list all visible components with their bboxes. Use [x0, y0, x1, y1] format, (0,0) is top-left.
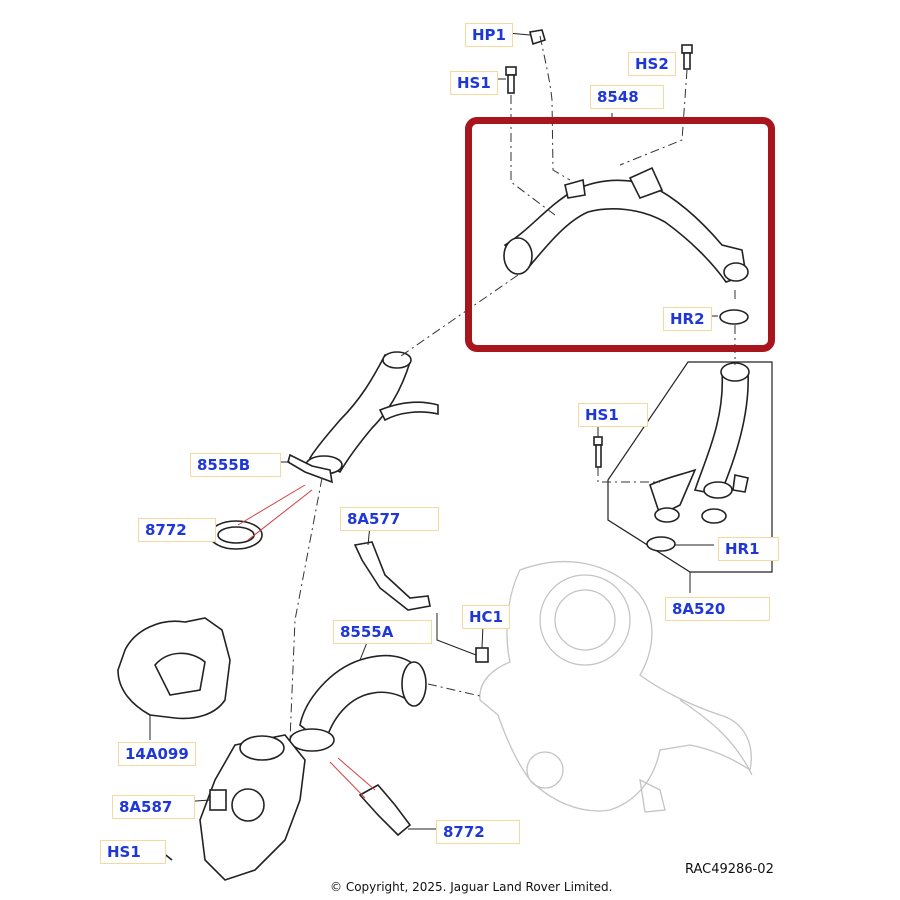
- coolant-hose-8555a: [289, 654, 427, 752]
- assembly-lines: [289, 35, 736, 741]
- o-ring-hr1-b: [701, 508, 727, 524]
- callout-hs1-top[interactable]: HS1: [450, 71, 498, 95]
- callout-8548[interactable]: 8548: [590, 85, 664, 109]
- callout-8a577[interactable]: 8A577: [340, 507, 440, 531]
- hose-8a577: [353, 541, 431, 611]
- callout-hr2[interactable]: HR2: [663, 307, 712, 331]
- diagram-reference: RAC49286-02: [685, 862, 774, 877]
- o-ring-hr2: [719, 309, 749, 325]
- copyright-notice: © Copyright, 2025. Jaguar Land Rover Lim…: [330, 880, 613, 894]
- callout-hp1[interactable]: HP1: [465, 23, 513, 47]
- bolt-hs1-top: [505, 66, 517, 94]
- highlight-box: [465, 117, 775, 352]
- hose-clamp-8772-bottom: [358, 783, 412, 837]
- callout-8772-top[interactable]: 8772: [138, 518, 216, 542]
- coolant-pipe-8548: [503, 166, 749, 283]
- callout-14a099[interactable]: 14A099: [118, 742, 196, 766]
- callout-hs1-mid[interactable]: HS1: [578, 403, 648, 427]
- callout-8555a[interactable]: 8555A: [333, 620, 433, 644]
- callout-hr1[interactable]: HR1: [718, 537, 779, 561]
- callout-8a520[interactable]: 8A520: [665, 597, 771, 621]
- callout-hs2[interactable]: HS2: [628, 52, 676, 76]
- red-leader-lines: [237, 484, 376, 799]
- callout-8555b[interactable]: 8555B: [190, 453, 282, 477]
- bolt-hs2: [681, 44, 693, 70]
- callout-hc1[interactable]: HC1: [462, 605, 510, 629]
- engine-block-background: [479, 561, 753, 813]
- bolt-hs1-mid: [593, 436, 603, 468]
- heat-shield-14a099: [117, 617, 231, 720]
- plug-hp1: [529, 29, 546, 46]
- callout-hs1-bottom[interactable]: HS1: [100, 840, 166, 864]
- thermostat-housing-8a587: [199, 734, 306, 881]
- callout-8a587[interactable]: 8A587: [112, 795, 196, 819]
- connector-hc1: [475, 647, 489, 663]
- coolant-hose-8555b: [287, 351, 439, 484]
- o-ring-hr1-a: [646, 536, 676, 552]
- callout-8772-bottom[interactable]: 8772: [436, 820, 520, 844]
- coolant-pipe-8a520: [607, 361, 773, 573]
